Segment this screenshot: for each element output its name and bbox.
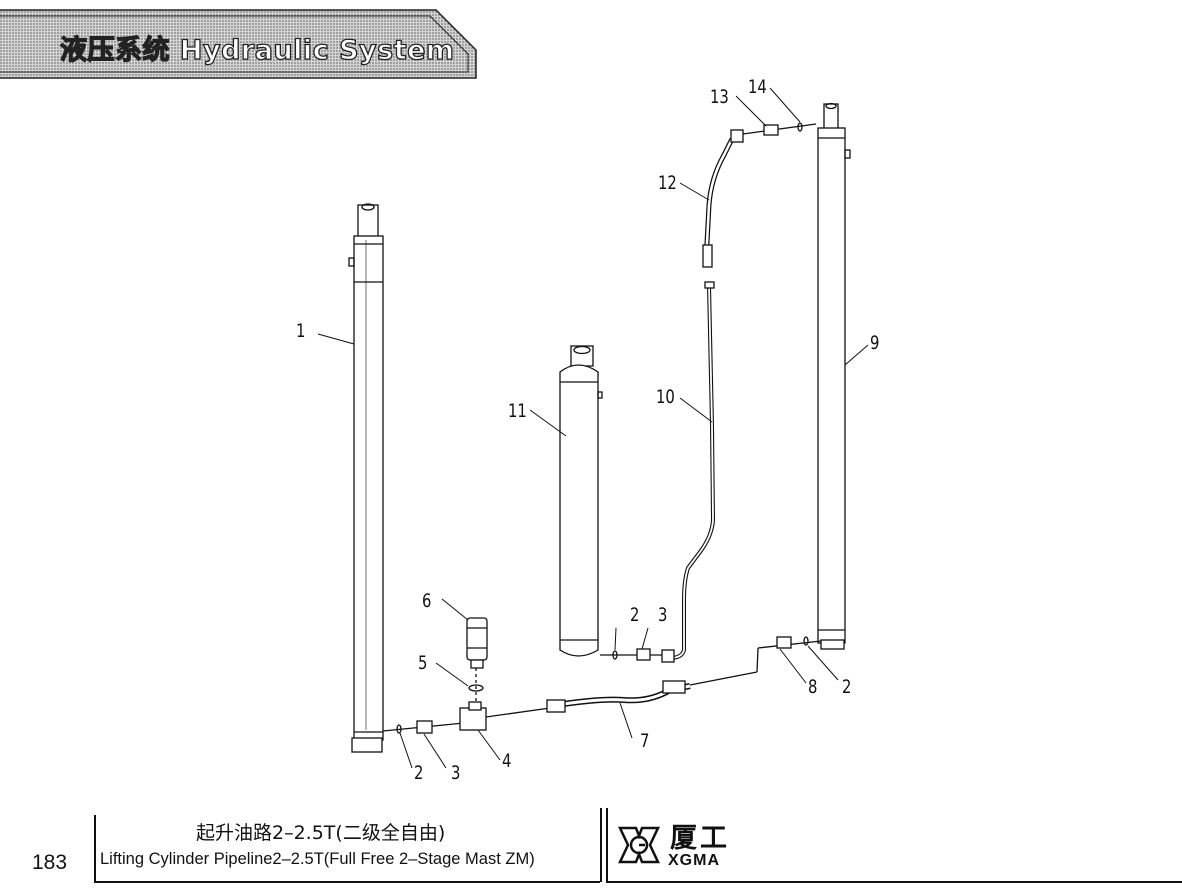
section-title: 液压系统 Hydraulic System [59,34,455,66]
callout-9: 9 [870,332,880,354]
bottom-pipeline [382,636,822,734]
header-tab-shape [0,9,477,79]
section-header-tab [0,8,478,80]
footer-rule-right [606,881,1182,883]
callout-14: 14 [748,76,767,98]
brand-name-chinese: 厦工 [670,823,730,854]
valve-6 [466,617,488,706]
callout-2-right: 2 [842,676,852,698]
callout-8: 8 [808,676,818,698]
callout-2-left: 2 [414,762,424,784]
cylinder-11 [559,345,603,657]
callout-2-middle: 2 [630,604,640,626]
hose-12-assembly [702,122,817,268]
cylinder-9 [817,102,851,650]
steel-pipe-10 [661,281,716,663]
footer-divider-left [94,815,96,882]
callout-5: 5 [418,652,428,674]
callout-6: 6 [422,590,432,612]
caption-chinese: 起升油路2–2.5T(二级全自由) [196,822,446,844]
fittings-2-3-middle [600,648,662,661]
footer-rule-left [94,881,600,883]
cylinder-1 [348,203,384,753]
callout-10: 10 [656,386,675,408]
callout-3-middle: 3 [658,604,668,626]
footer-divider-right-inner [606,808,608,882]
callout-12: 12 [658,172,677,194]
callout-13: 13 [710,86,729,108]
xgma-logo-icon [618,826,660,864]
brand-name-english: XGMA [668,852,720,869]
callout-3-left: 3 [451,762,461,784]
callout-1: 1 [296,320,306,342]
page-number: 183 [32,851,68,874]
callout-11: 11 [508,400,527,422]
callout-leaders [317,87,869,769]
caption-english: Lifting Cylinder Pipeline2–2.5T(Full Fre… [100,850,535,868]
footer-divider-right [600,808,602,882]
callout-4: 4 [502,750,512,772]
callout-7: 7 [640,730,650,752]
